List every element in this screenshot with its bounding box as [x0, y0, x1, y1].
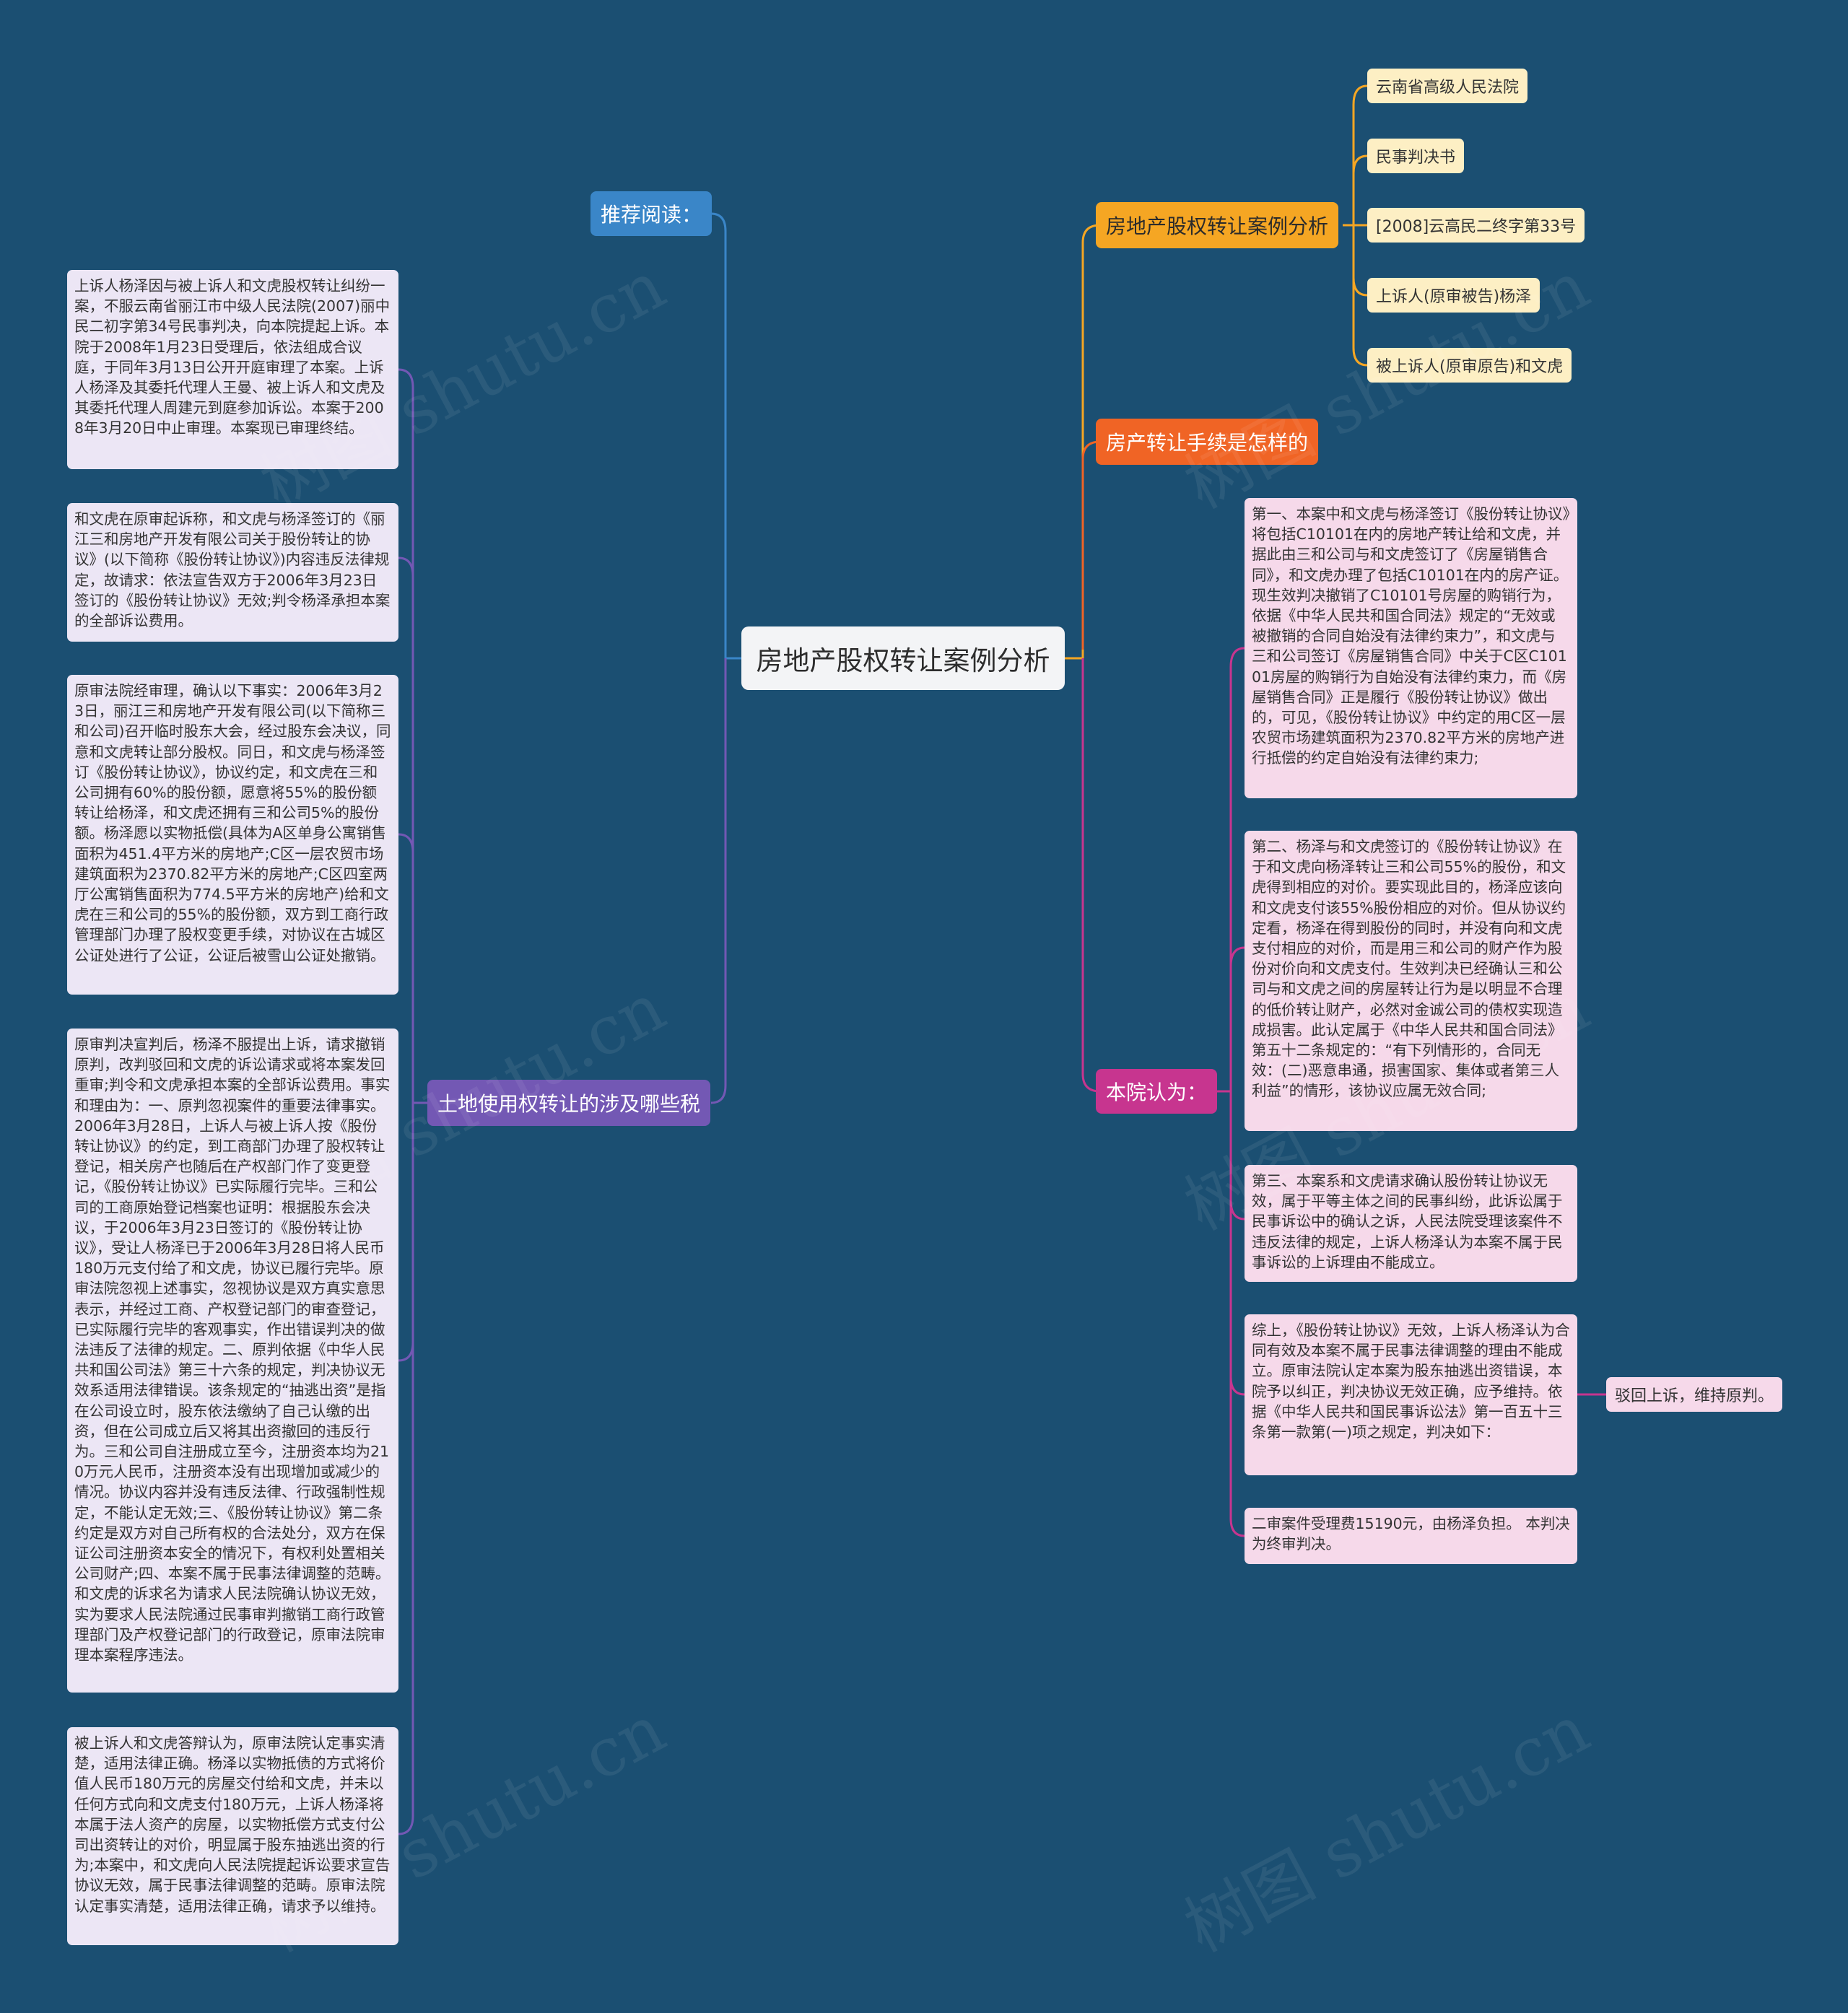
opinion-paragraph[interactable]: 第三、本案系和文虎请求确认股份转让协议无效，属于平等主体之间的民事纠纷，此诉讼属… — [1245, 1165, 1577, 1282]
case-info-item[interactable]: 民事判决书 — [1367, 139, 1465, 173]
opinion-paragraph[interactable]: 第一、本案中和文虎与杨泽签订《股份转让协议》将包括C10101在内的房地产转让给… — [1245, 498, 1577, 798]
opinion-paragraph[interactable]: 二审案件受理费15190元，由杨泽负担。 本判决为终审判决。 — [1245, 1508, 1577, 1564]
case-info-item[interactable]: 云南省高级人民法院 — [1367, 69, 1528, 103]
branch-transfer-procedure[interactable]: 房产转让手续是怎样的 — [1096, 419, 1319, 465]
opinion-paragraph[interactable]: 第二、杨泽与和文虎签订的《股份转让协议》在于和文虎向杨泽转让三和公司55%的股份… — [1245, 831, 1577, 1131]
case-paragraph[interactable]: 被上诉人和文虎答辩认为，原审法院认定事实清楚，适用法律正确。杨泽以实物抵债的方式… — [67, 1727, 398, 1945]
branch-land-tax[interactable]: 土地使用权转让的涉及哪些税 — [427, 1080, 711, 1126]
case-paragraph[interactable]: 原审法院经审理，确认以下事实：2006年3月23日，丽江三和房地产开发有限公司(… — [67, 675, 398, 995]
verdict-node[interactable]: 驳回上诉，维持原判。 — [1606, 1377, 1783, 1412]
opinion-paragraph[interactable]: 综上，《股份转让协议》无效，上诉人杨泽认为合同有效及本案不属于民事法律调整的理由… — [1245, 1314, 1577, 1475]
branch-recommend[interactable]: 推荐阅读： — [590, 191, 712, 236]
case-info-item[interactable]: 上诉人(原审被告)杨泽 — [1367, 278, 1540, 313]
link-transfer — [1081, 440, 1101, 650]
link-case-children — [1343, 84, 1368, 367]
link-landtax — [710, 658, 727, 1104]
branch-case-info[interactable]: 房地产股权转让案例分析 — [1096, 202, 1339, 248]
link-recommend — [710, 212, 727, 658]
case-paragraph[interactable]: 原审判决宣判后，杨泽不服提出上诉，请求撤销原判，改判驳回和文虎的诉讼请求或将本案… — [67, 1029, 398, 1693]
root-topic[interactable]: 房地产股权转让案例分析 — [741, 626, 1065, 690]
case-info-item[interactable]: 被上诉人(原审原告)和文虎 — [1367, 348, 1572, 383]
link-opinion — [1081, 658, 1101, 1093]
case-info-item[interactable]: [2008]云高民二终字第33号 — [1367, 208, 1585, 243]
case-paragraph[interactable]: 和文虎在原审起诉称，和文虎与杨泽签订的《丽江三和房地产开发有限公司关于股份转让的… — [67, 503, 398, 642]
link-landtax-children — [398, 368, 427, 1835]
link-opinion-children — [1217, 647, 1245, 1537]
case-paragraph[interactable]: 上诉人杨泽因与被上诉人和文虎股权转让纠纷一案，不服云南省丽江市中级人民法院(20… — [67, 270, 398, 469]
branch-court-opinion[interactable]: 本院认为： — [1096, 1069, 1218, 1114]
